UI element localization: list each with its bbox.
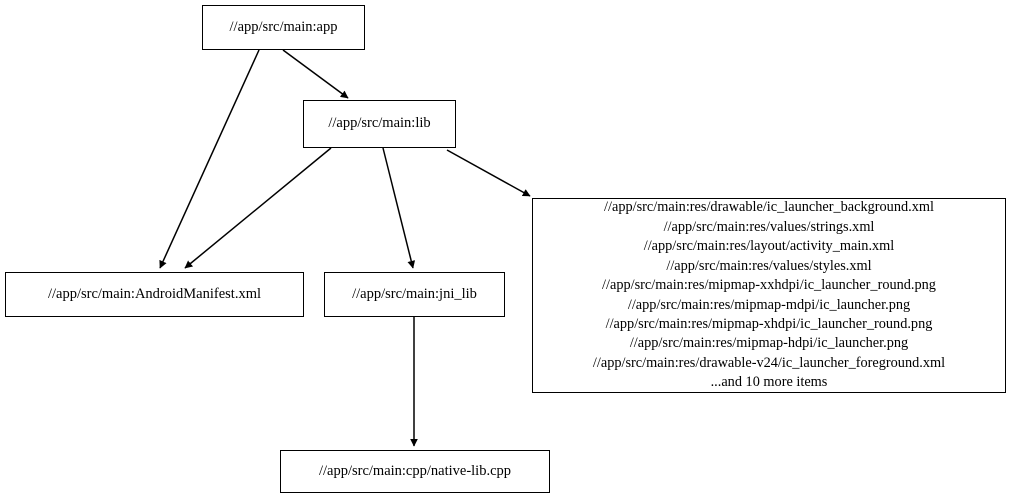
edge-app-to-lib [282,49,349,99]
node-resources-group-label: //app/src/main:res/drawable/ic_launcher_… [592,199,946,391]
node-resources-group[interactable]: //app/src/main:res/drawable/ic_launcher_… [532,198,1006,393]
node-lib-label: //app/src/main:lib [328,115,431,132]
edge-lib-to-jni-lib [382,147,416,269]
node-app[interactable]: //app/src/main:app [202,5,365,50]
node-app-label: //app/src/main:app [229,18,338,35]
node-android-manifest[interactable]: //app/src/main:AndroidManifest.xml [5,272,304,317]
node-jni-lib-label: //app/src/main:jni_lib [352,285,477,302]
node-native-lib-cpp-label: //app/src/main:cpp/native-lib.cpp [318,462,512,479]
edge-app-to-manifest [159,49,260,269]
node-android-manifest-label: //app/src/main:AndroidManifest.xml [47,285,262,302]
node-lib[interactable]: //app/src/main:lib [303,100,456,148]
node-native-lib-cpp[interactable]: //app/src/main:cpp/native-lib.cpp [280,450,550,493]
edge-lib-to-resources [446,149,531,197]
node-jni-lib[interactable]: //app/src/main:jni_lib [324,272,505,317]
edge-lib-to-manifest [184,147,332,269]
